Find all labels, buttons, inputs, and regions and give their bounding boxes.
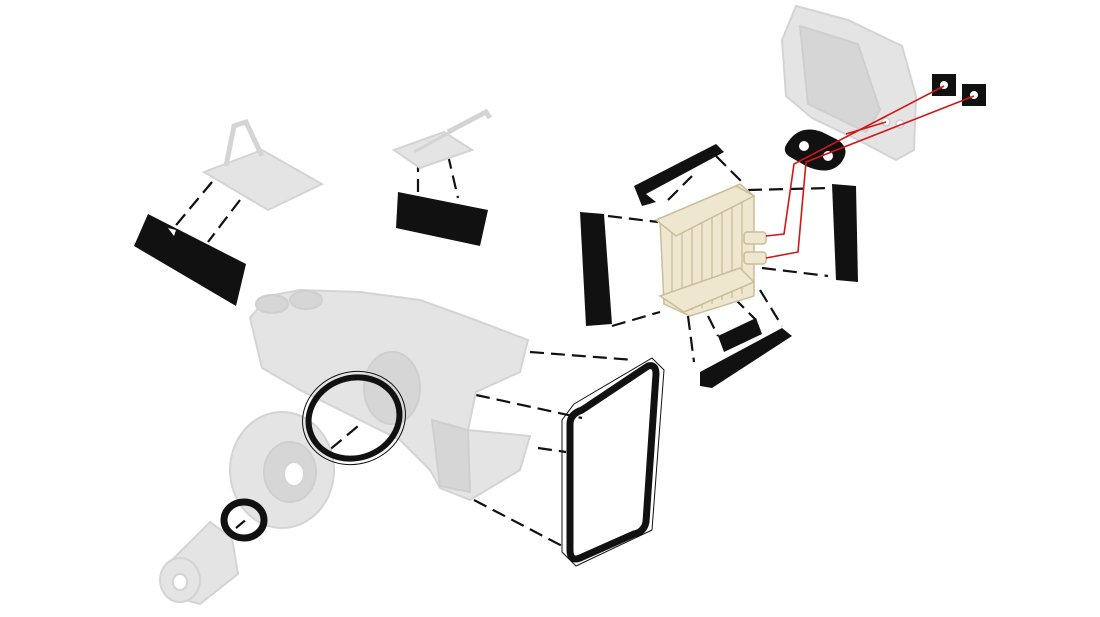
leader-line bbox=[207, 199, 241, 243]
heater-core-side-seal-right bbox=[832, 184, 858, 282]
leader-line bbox=[473, 499, 567, 549]
leader-line bbox=[475, 393, 583, 420]
heater-core-bottom-channel-seal bbox=[700, 328, 792, 388]
leader-line bbox=[171, 181, 213, 231]
right-door-seal-pad bbox=[396, 192, 488, 246]
leader-line bbox=[607, 214, 659, 224]
wire bbox=[765, 95, 975, 259]
leader-line bbox=[715, 155, 743, 183]
leader-line bbox=[686, 315, 696, 363]
leader-line bbox=[761, 266, 829, 278]
leader-line bbox=[446, 154, 460, 199]
leader-line bbox=[537, 446, 567, 454]
leader-line bbox=[611, 310, 661, 328]
blower-ring-gasket-large bbox=[302, 370, 406, 466]
heater-core bbox=[654, 183, 767, 317]
right-door-assembly bbox=[391, 108, 493, 170]
heater-core-side-seal-left bbox=[580, 212, 612, 326]
firewall-plate bbox=[780, 4, 918, 162]
left-door-seal-pad bbox=[134, 214, 246, 306]
blower-wheel-housing bbox=[229, 411, 335, 529]
leader-line bbox=[759, 289, 783, 327]
left-door-assembly bbox=[201, 118, 325, 212]
heater-core-top-channel-seal bbox=[634, 144, 724, 206]
heater-core-bottom-pad bbox=[718, 318, 762, 352]
heater-core-tube-wires bbox=[765, 85, 975, 259]
blower-motor bbox=[159, 520, 240, 606]
wire bbox=[765, 85, 945, 237]
wire bbox=[845, 121, 887, 135]
leader-line bbox=[529, 350, 635, 362]
leader-line bbox=[707, 315, 719, 337]
blower-ring-gasket-small bbox=[220, 498, 268, 542]
heater-box-perimeter-gasket bbox=[561, 357, 665, 567]
firewall-grommet-pair bbox=[932, 74, 986, 106]
leader-line bbox=[747, 186, 831, 192]
leader-line bbox=[667, 175, 693, 201]
